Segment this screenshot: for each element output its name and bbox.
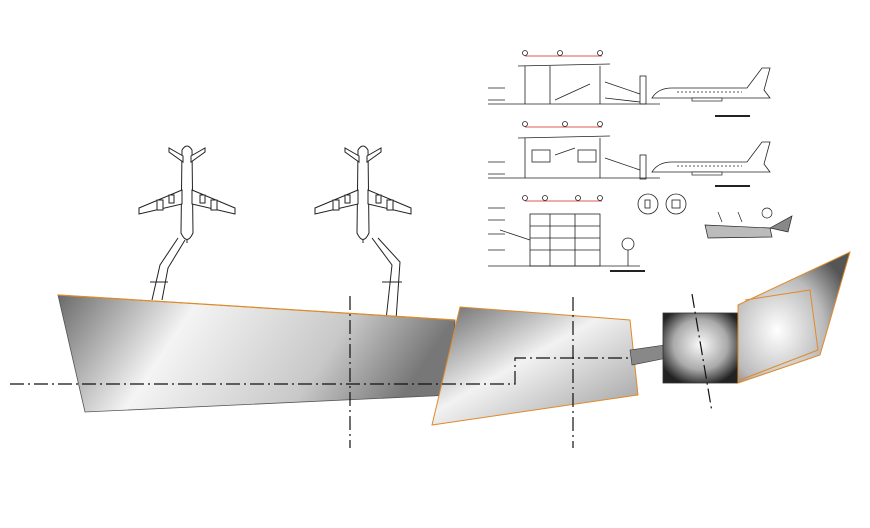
elevation [488, 195, 645, 272]
square-pavilion [662, 312, 739, 384]
key-plan [704, 207, 793, 239]
jet-bridge-right [371, 237, 402, 321]
terminal-wing-right [737, 251, 851, 384]
axis-lines [10, 293, 713, 448]
section-1 [488, 50, 771, 117]
terminal-central-block [431, 306, 639, 426]
connector [629, 344, 668, 366]
aircraft-right [314, 145, 412, 244]
detail-circles [637, 193, 687, 215]
jet-bridge-left [150, 237, 186, 301]
section-2 [488, 121, 771, 187]
terminal-wing-left [57, 294, 456, 413]
aircraft-left [138, 145, 236, 244]
